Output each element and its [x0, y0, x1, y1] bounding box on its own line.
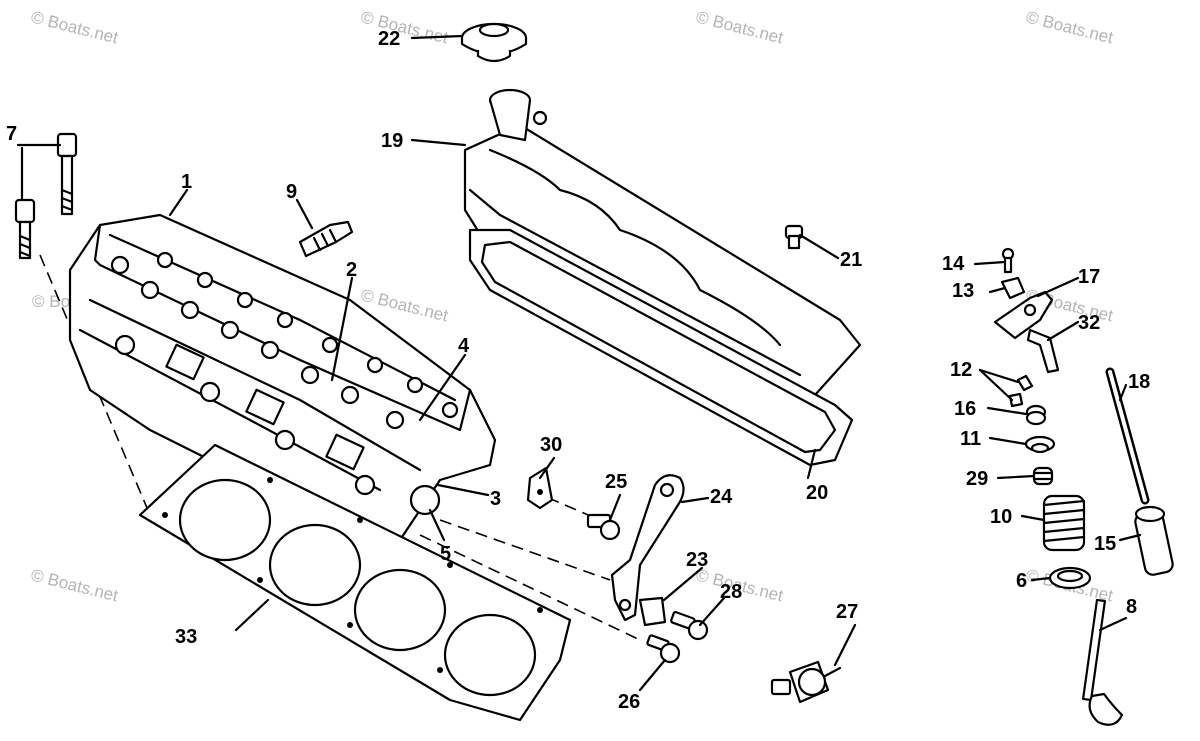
label-9: 9 [286, 181, 297, 203]
temperature-sender-part [770, 660, 842, 704]
spring-retainer-part [1024, 435, 1056, 454]
label-6: 6 [1016, 570, 1027, 592]
label-3: 3 [490, 488, 501, 510]
valve-cover-gasket-part [468, 228, 854, 467]
spring-shield-part [1048, 566, 1092, 590]
lifter-part [1134, 505, 1174, 576]
label-32: 32 [1078, 312, 1100, 334]
valve-spring-part [1042, 494, 1086, 552]
label-11: 11 [960, 428, 981, 450]
screw-26-part [646, 634, 681, 664]
label-25: 25 [605, 471, 627, 493]
clip-part [526, 466, 554, 510]
head-bolts-part [14, 132, 78, 260]
label-10: 10 [990, 506, 1012, 528]
valve-locks-part [1008, 374, 1034, 408]
spark-plug-part [298, 220, 354, 258]
label-20: 20 [806, 482, 828, 504]
label-30: 30 [540, 434, 562, 456]
rocker-stud-part [1001, 247, 1015, 274]
label-2: 2 [346, 259, 357, 281]
label-18: 18 [1128, 371, 1150, 393]
oil-filler-cap-part [460, 22, 528, 63]
clamp-part [638, 596, 667, 627]
push-rod-part [1105, 367, 1150, 505]
leader-lines [16, 34, 1142, 692]
screw-28-part [670, 611, 709, 641]
cylinder-head-part [68, 213, 497, 547]
watermark-3: © Boats.net [694, 7, 785, 47]
label-27: 27 [836, 601, 858, 623]
rocker-nut-part [1000, 276, 1026, 300]
label-12: 12 [950, 359, 972, 381]
label-5: 5 [440, 543, 451, 565]
label-7: 7 [6, 123, 17, 145]
label-13: 13 [952, 280, 974, 302]
damper-spring-part [1032, 466, 1054, 486]
label-24: 24 [710, 486, 733, 508]
watermark-4: © Boats.net [1024, 7, 1115, 47]
label-17: 17 [1078, 266, 1100, 288]
watermark-2: © Boats.net [359, 7, 450, 47]
label-33: 33 [175, 626, 197, 648]
label-23: 23 [686, 549, 708, 571]
watermark-1: © Boats.net [29, 7, 120, 47]
label-21: 21 [840, 249, 862, 271]
valve-part [1081, 598, 1124, 726]
port-bosses [114, 334, 376, 496]
rocker-arm-part [993, 290, 1054, 340]
label-29: 29 [966, 468, 988, 490]
oil-seal-part [1025, 404, 1047, 426]
watermark-9: © Boats.net [29, 565, 120, 605]
label-14: 14 [942, 253, 965, 275]
label-26: 26 [618, 691, 640, 713]
valve-stud-row [110, 251, 459, 430]
label-8: 8 [1126, 596, 1137, 618]
callout-labels: 7 1 9 2 4 3 5 22 19 21 20 30 25 24 23 28… [6, 28, 1150, 713]
grommet-part [784, 224, 804, 250]
label-22: 22 [378, 28, 400, 50]
label-28: 28 [720, 581, 742, 603]
label-19: 19 [381, 130, 403, 152]
label-1: 1 [181, 171, 192, 193]
bracket-part [610, 474, 685, 622]
screw-25-part [586, 513, 621, 541]
label-16: 16 [954, 398, 976, 420]
head-gasket-part [138, 443, 572, 722]
valve-cover-part [463, 88, 862, 402]
label-15: 15 [1094, 533, 1116, 555]
label-4: 4 [458, 335, 470, 357]
